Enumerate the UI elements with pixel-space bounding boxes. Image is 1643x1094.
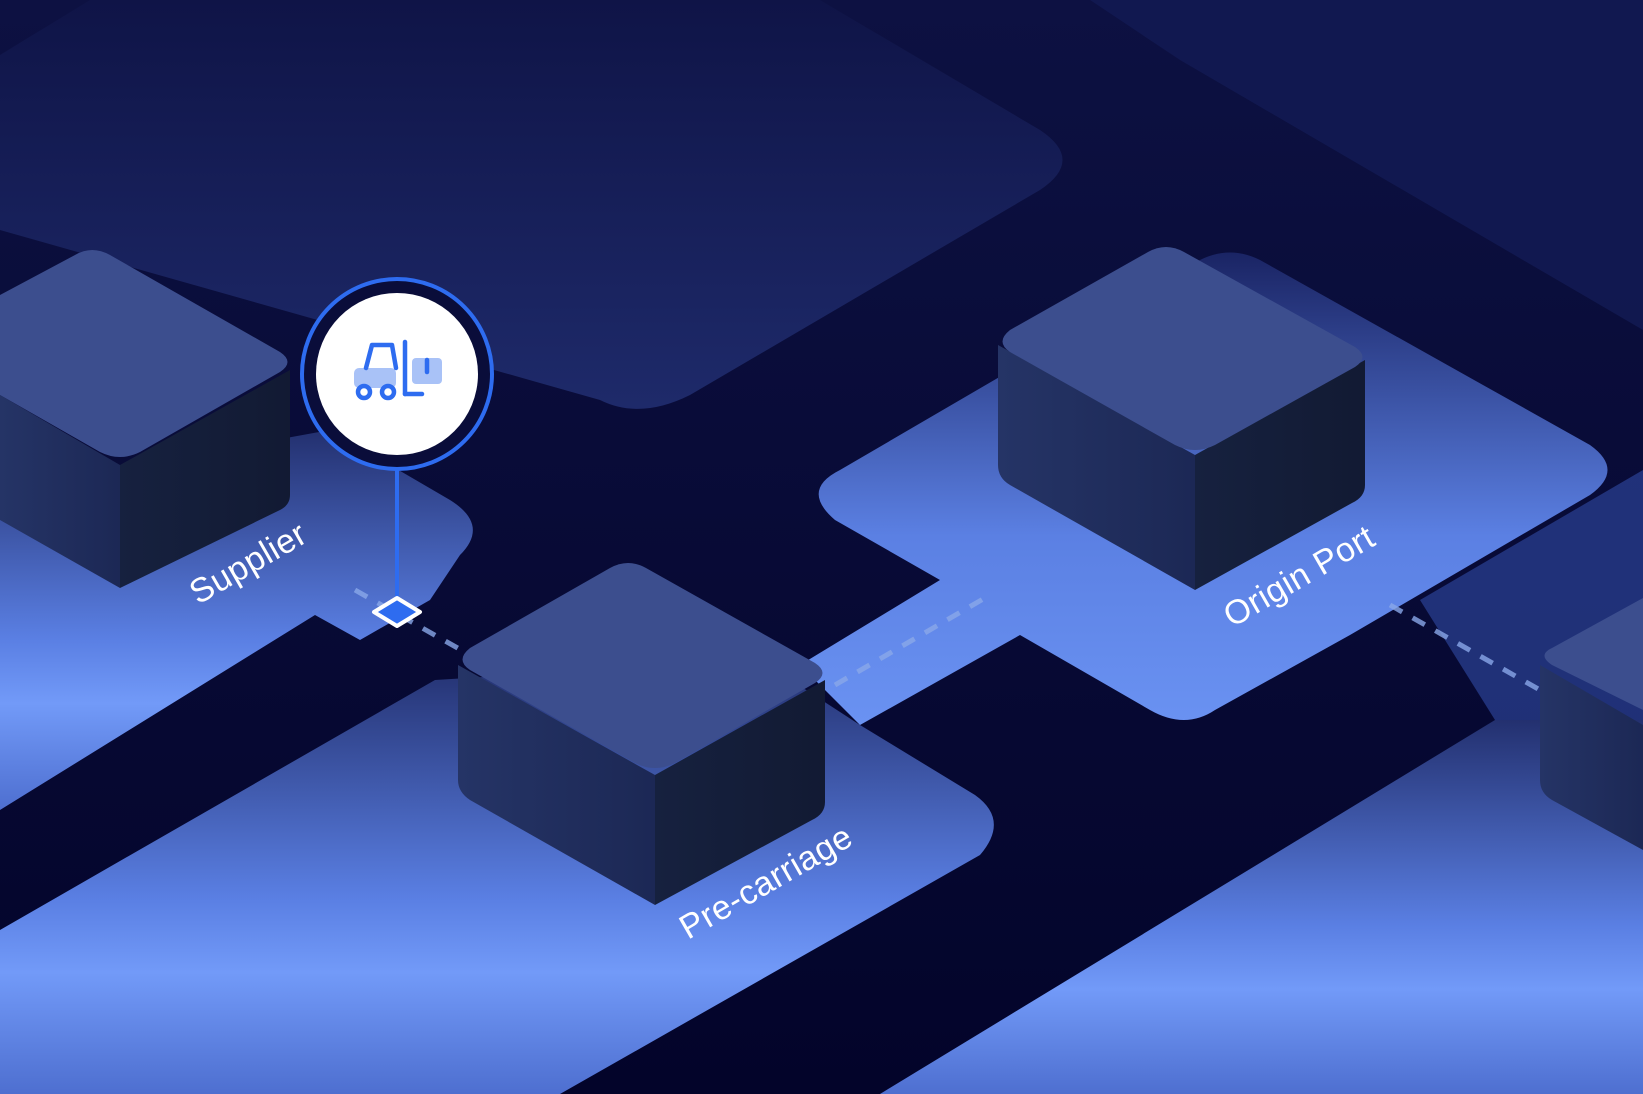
platform-upper xyxy=(0,0,1063,409)
block-pre-carriage-right-side xyxy=(655,680,825,905)
block-next-stage xyxy=(1540,598,1643,850)
block-next-left-side xyxy=(1540,665,1643,850)
block-next-top xyxy=(1544,598,1643,710)
block-origin-port-right-side xyxy=(1195,360,1365,590)
block-origin-port-top xyxy=(1002,247,1363,450)
block-pre-carriage-top xyxy=(462,563,823,768)
block-supplier xyxy=(0,250,290,588)
platform-bottom-right xyxy=(880,720,1643,1094)
connector-origin-next xyxy=(1388,602,1542,693)
block-pre-carriage-left-side xyxy=(458,665,655,905)
pin-face xyxy=(316,293,478,455)
connector-lines xyxy=(353,587,1542,693)
block-origin-port-left-side xyxy=(998,345,1195,590)
pin-anchor-diamond xyxy=(372,596,422,628)
connector-supplier-pre-carriage xyxy=(353,587,472,658)
block-origin-port xyxy=(998,247,1365,590)
block-supplier-right-side xyxy=(120,370,290,588)
location-pin[interactable] xyxy=(300,277,494,628)
forklift-icon xyxy=(354,339,442,401)
block-pre-carriage xyxy=(458,563,825,905)
block-supplier-top xyxy=(0,250,288,457)
block-supplier-left-side xyxy=(0,395,120,588)
platform-top-right xyxy=(1090,0,1643,330)
connector-pre-carriage-origin xyxy=(833,592,992,688)
